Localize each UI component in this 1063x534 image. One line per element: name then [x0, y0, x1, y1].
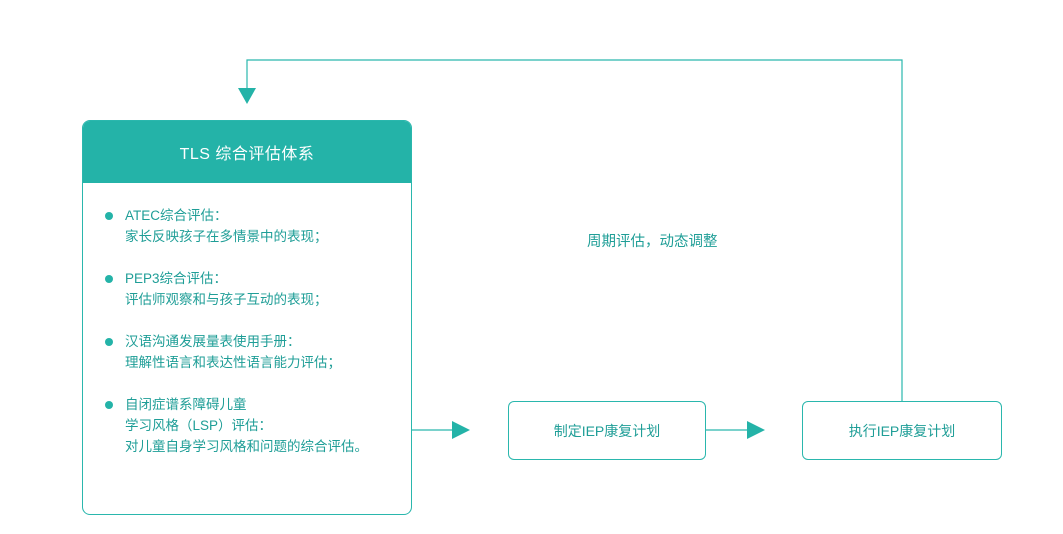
assessment-line: 评估师观察和与孩子互动的表现； — [125, 292, 328, 307]
tls-assessment-card: TLS 综合评估体系 ATEC综合评估： 家长反映孩子在多情景中的表现； PEP… — [82, 120, 412, 515]
assessment-item-lsp: 自闭症谱系障碍儿童 学习风格（LSP）评估： 对儿童自身学习风格和问题的综合评估… — [83, 394, 411, 457]
box-iep-plan: 制定IEP康复计划 — [508, 401, 706, 460]
assessment-line: 理解性语言和表达性语言能力评估； — [125, 355, 341, 370]
assessment-line: 家长反映孩子在多情景中的表现； — [125, 229, 328, 244]
tls-card-header: TLS 综合评估体系 — [83, 121, 411, 183]
assessment-item-text: ATEC综合评估： 家长反映孩子在多情景中的表现； — [125, 205, 328, 247]
tls-card-body: ATEC综合评估： 家长反映孩子在多情景中的表现； PEP3综合评估： 评估师观… — [83, 183, 411, 457]
assessment-item-atec: ATEC综合评估： 家长反映孩子在多情景中的表现； — [83, 205, 411, 247]
arrowhead-to-tls — [238, 88, 256, 104]
assessment-item-text: PEP3综合评估： 评估师观察和与孩子互动的表现； — [125, 268, 328, 310]
assessment-line: ATEC综合评估： — [125, 208, 228, 223]
assessment-item-pep3: PEP3综合评估： 评估师观察和与孩子互动的表现； — [83, 268, 411, 310]
assessment-item-text: 汉语沟通发展量表使用手册： 理解性语言和表达性语言能力评估； — [125, 331, 341, 373]
bullet-icon — [105, 275, 113, 283]
assessment-line: PEP3综合评估： — [125, 271, 228, 286]
assessment-line: 学习风格（LSP）评估： — [125, 418, 273, 433]
assessment-item-chinese-communication: 汉语沟通发展量表使用手册： 理解性语言和表达性语言能力评估； — [83, 331, 411, 373]
assessment-line: 自闭症谱系障碍儿童 — [125, 397, 247, 412]
arrowhead-to-plan — [452, 421, 470, 439]
assessment-line: 汉语沟通发展量表使用手册： — [125, 334, 301, 349]
bullet-icon — [105, 212, 113, 220]
feedback-loop-label: 周期评估，动态调整 — [587, 234, 718, 250]
box-iep-execution: 执行IEP康复计划 — [802, 401, 1002, 460]
assessment-item-text: 自闭症谱系障碍儿童 学习风格（LSP）评估： 对儿童自身学习风格和问题的综合评估… — [125, 394, 368, 457]
arrowhead-to-exec — [747, 421, 765, 439]
bullet-icon — [105, 338, 113, 346]
bullet-icon — [105, 401, 113, 409]
assessment-line: 对儿童自身学习风格和问题的综合评估。 — [125, 439, 368, 454]
